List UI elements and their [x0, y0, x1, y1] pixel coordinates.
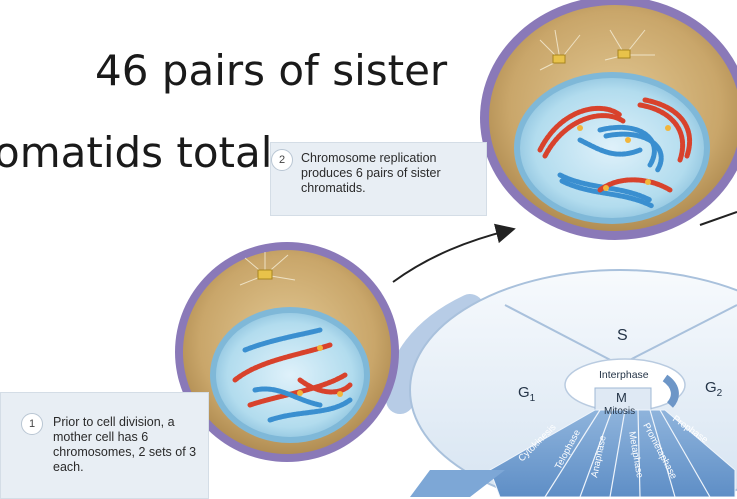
fan-dividers [544, 409, 711, 497]
callout-text: Chromosome replication produces 6 pairs … [301, 151, 441, 195]
slide-title-line-1: 46 pairs of sister [95, 46, 448, 95]
cycle-divider-right [619, 304, 737, 366]
centriole [552, 54, 566, 64]
centriole [617, 49, 631, 59]
replicated-chromosomes [537, 97, 693, 209]
cell-cycle-diagram: S G1 G2 Interphase M Mitosis Cytokinesis… [385, 269, 737, 497]
label-s: S [617, 327, 628, 344]
label-m: M [616, 390, 627, 405]
centromeres [577, 125, 671, 191]
label-g2: G2 [705, 379, 723, 399]
replicated-cell [480, 0, 737, 240]
callout-text: Prior to cell division, a mother cell ha… [53, 415, 197, 474]
cycle-divider-left [504, 304, 621, 366]
slide-title-line-2: omatids total [0, 128, 273, 177]
centromeres [297, 345, 343, 397]
label-g1: G1 [518, 384, 536, 404]
cycle-inner-arrow [410, 470, 505, 497]
mother-cell [175, 242, 399, 462]
callout-step-2: 2 Chromosome replication produces 6 pair… [270, 142, 487, 216]
progression-arrow [392, 223, 516, 283]
step-number-badge: 1 [21, 413, 43, 435]
label-mitosis: Mitosis [604, 406, 635, 417]
mitosis-fan [489, 409, 736, 497]
interphase-arrow [662, 374, 679, 408]
progression-arrow-right [699, 211, 737, 226]
step-number-badge: 2 [271, 149, 293, 171]
centriole [257, 269, 273, 280]
callout-step-1: 1 Prior to cell division, a mother cell … [0, 392, 209, 499]
label-interphase: Interphase [599, 369, 649, 381]
